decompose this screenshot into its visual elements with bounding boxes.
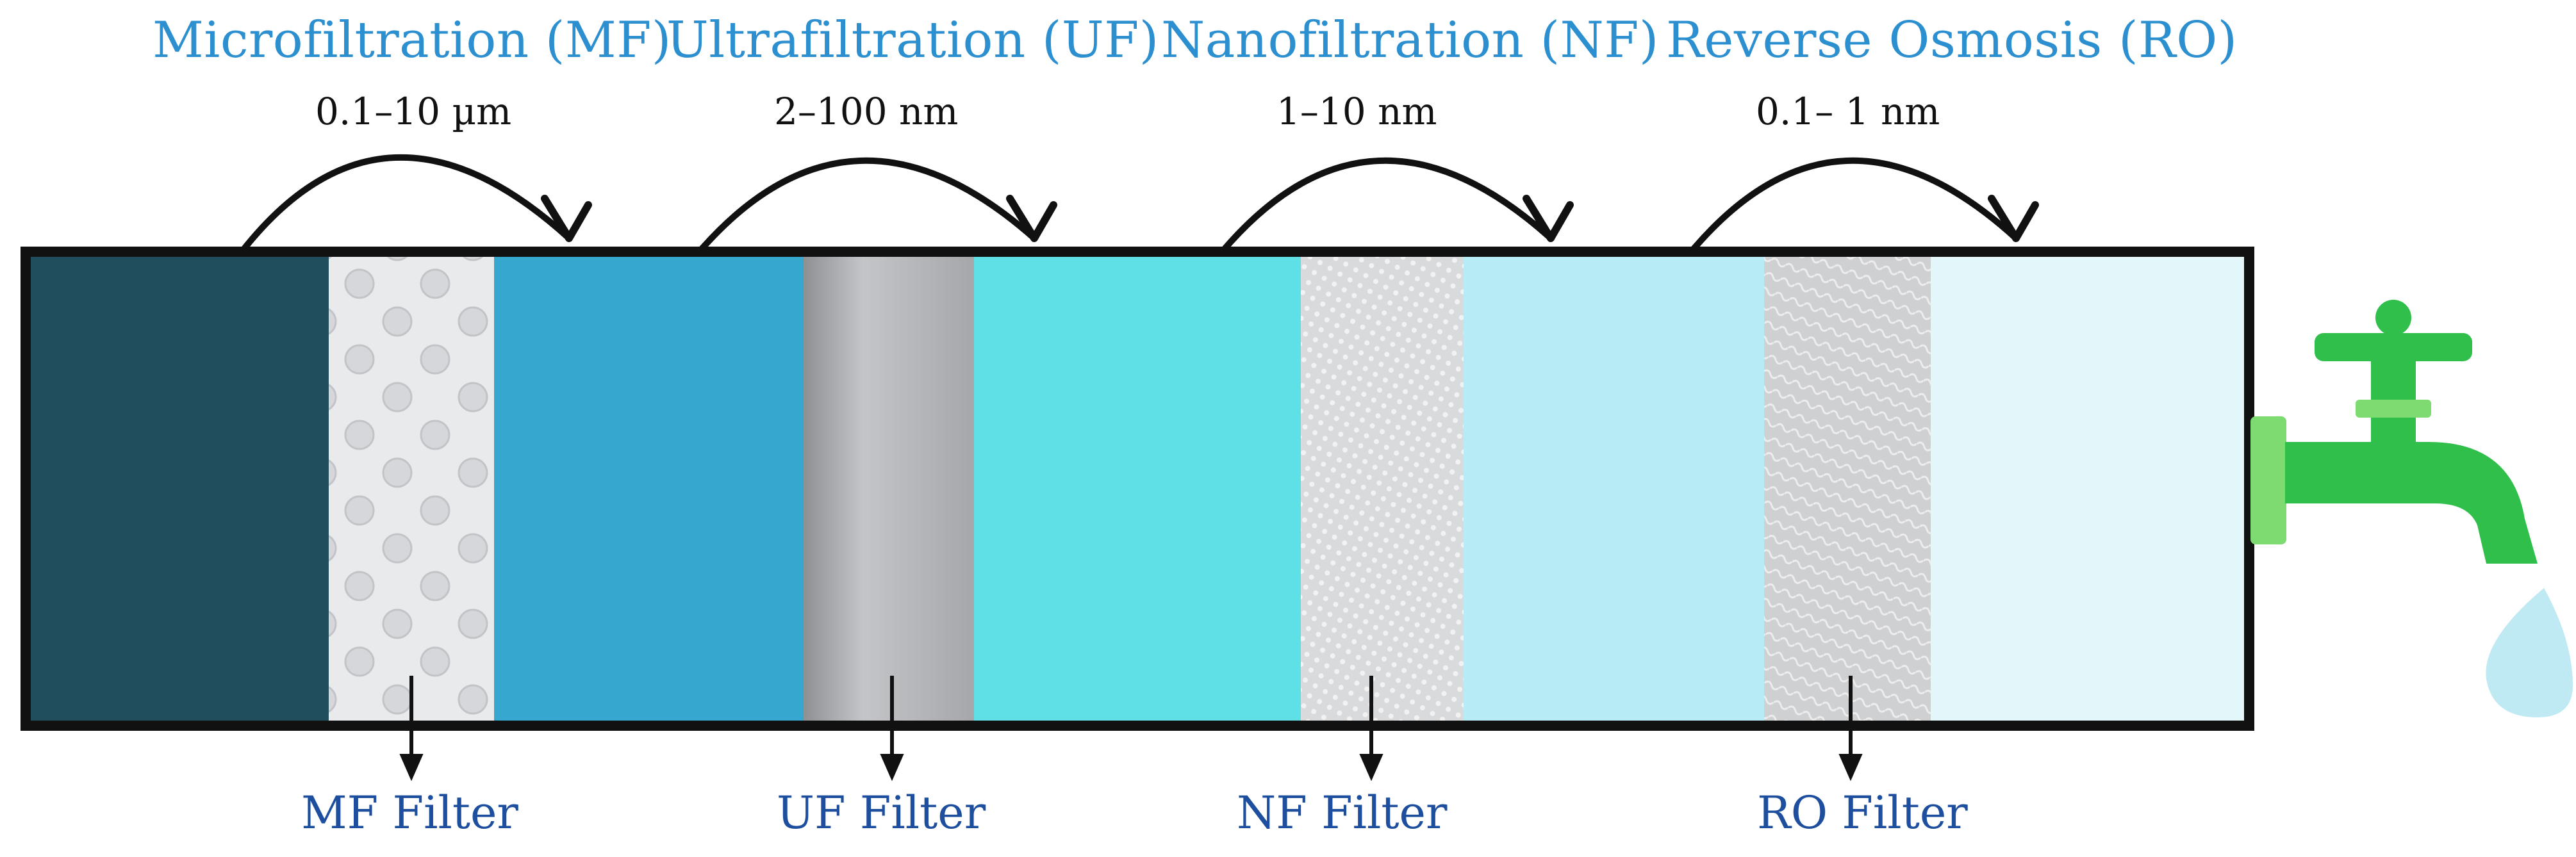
water-after-mf-zone: [494, 252, 804, 726]
filter-label-mf: MF Filter: [301, 787, 518, 839]
stage-title-mf: Microfiltration (MF): [153, 12, 672, 69]
raw-water-zone: [26, 252, 329, 726]
nf-filter-media: [1301, 252, 1464, 726]
water-after-uf-zone: [974, 252, 1301, 726]
filter-label-uf: UF Filter: [777, 787, 986, 839]
filter-label-ro: RO Filter: [1757, 787, 1968, 839]
tap-handle-knob: [2375, 300, 2411, 336]
uf-filter-media: [804, 252, 974, 726]
pore-range-uf: 2–100 nm: [774, 90, 959, 133]
filter-label-nf: NF Filter: [1237, 787, 1448, 839]
water-drop-icon: [2486, 588, 2573, 717]
pore-range-mf: 0.1–10 µm: [315, 90, 512, 133]
down-arrow-icon: [1838, 676, 1863, 781]
curved-arrow-icon: [1688, 158, 2039, 254]
pipe-outline: [21, 247, 2254, 731]
tap-handle-bar: [2315, 333, 2472, 361]
pore-range-nf: 1–10 nm: [1276, 90, 1437, 133]
curved-arrow-icon: [697, 158, 1057, 254]
down-arrow-icon: [880, 676, 904, 781]
water-after-nf-zone: [1464, 252, 1764, 726]
curved-arrow-icon: [239, 154, 592, 254]
ro-filter-media: [1764, 252, 1931, 726]
tap-collar: [2356, 400, 2431, 418]
tap-connector: [2250, 416, 2286, 544]
stage-title-uf: Ultrafiltration (UF): [666, 12, 1159, 69]
tap-body: [2285, 442, 2538, 564]
water-tap-icon: [2250, 300, 2538, 564]
down-arrow-icon: [399, 676, 424, 781]
stage-title-nf: Nanofiltration (NF): [1161, 12, 1659, 69]
mf-filter-media: [329, 252, 494, 726]
down-arrow-icon: [1359, 676, 1383, 781]
curved-arrow-icon: [1219, 158, 1574, 254]
stage-title-ro: Reverse Osmosis (RO): [1666, 12, 2238, 69]
pore-range-ro: 0.1– 1 nm: [1756, 90, 1940, 133]
water-after-ro-zone: [1931, 252, 2249, 726]
